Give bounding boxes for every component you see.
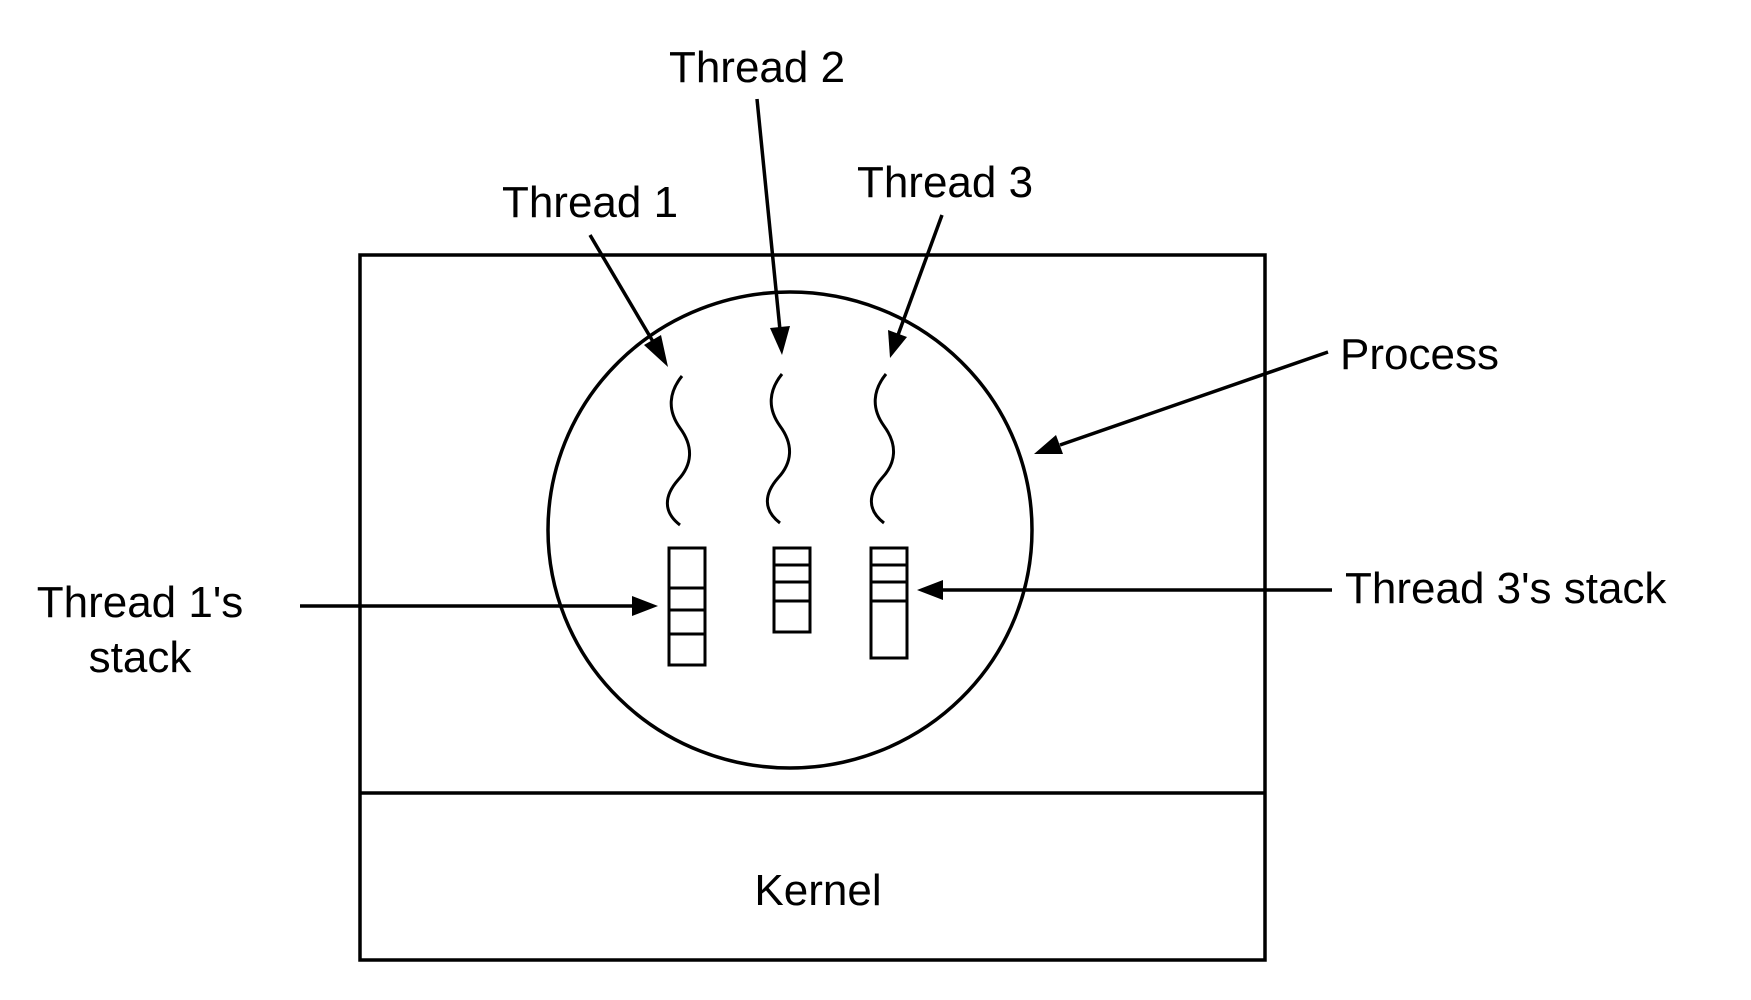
thread-1-stack-label-line-1: Thread 1's: [37, 578, 244, 627]
thread-2-squiggle: [765, 373, 791, 525]
thread-1-stack: [667, 546, 707, 667]
thread-1-arrow-shaft: [588, 234, 657, 346]
thread-2-label: Thread 2: [669, 43, 845, 92]
thread-1-stack-frame: [667, 546, 707, 667]
process-arrow-head: [1034, 435, 1063, 454]
process-label: Process: [1340, 330, 1499, 379]
thread-3-arrow-shaft: [896, 214, 944, 336]
thread-3-stack-arrow-head: [917, 580, 943, 600]
thread-1-stack-arrow-head: [632, 596, 658, 616]
thread-2-arrow-head: [770, 326, 790, 355]
thread-2-stack-frame: [772, 546, 812, 634]
thread-3-squiggle: [869, 373, 895, 525]
process-arrow-shaft: [1059, 350, 1329, 447]
thread-3-stack: [869, 546, 909, 660]
thread-3-arrow-head: [888, 330, 907, 358]
thread-2-arrow-shaft: [755, 98, 782, 331]
thread-1-label: Thread 1: [502, 178, 678, 227]
thread-1-squiggle: [665, 375, 691, 527]
kernel-label: Kernel: [754, 866, 881, 915]
process-circle: [546, 290, 1034, 770]
thread-2-stack: [772, 546, 812, 634]
thread-1-stack-label-line-2: stack: [89, 633, 193, 682]
thread-3-stack-frame: [869, 546, 909, 660]
thread-1-arrow-head: [644, 335, 668, 367]
thread-3-label: Thread 3: [857, 158, 1033, 207]
thread-3-stack-label: Thread 3's stack: [1345, 564, 1667, 613]
